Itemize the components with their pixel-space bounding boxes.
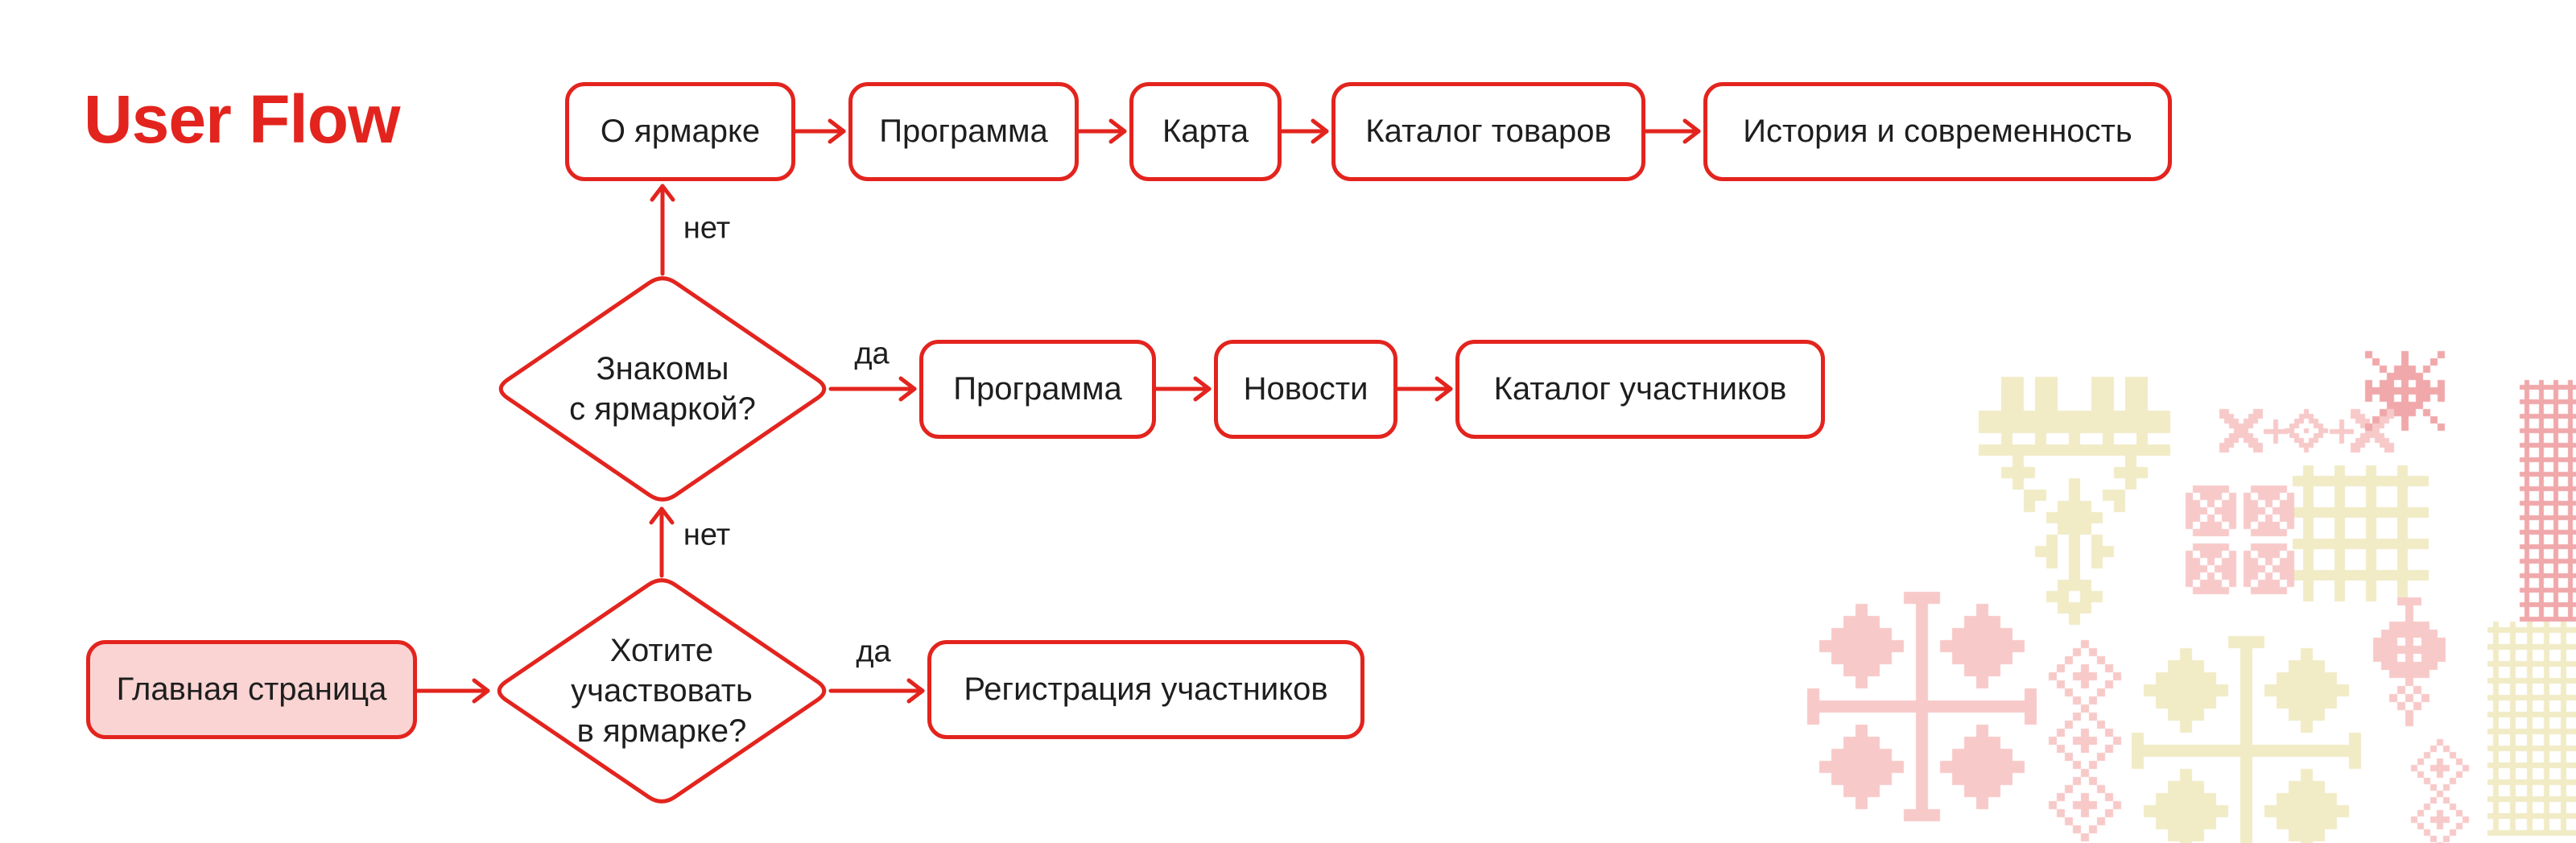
decision-diamonds bbox=[497, 276, 827, 804]
flow-node-catalog-goods: Каталог товаров bbox=[1331, 82, 1645, 181]
decision-line: Знакомы bbox=[596, 351, 729, 386]
decision-line: Хотите bbox=[609, 633, 714, 668]
flow-node-registration: Регистрация участников bbox=[927, 640, 1364, 739]
flow-edges bbox=[415, 118, 1701, 704]
decision-line: с ярмаркой? bbox=[569, 391, 756, 427]
edge-label-yes-1: да bbox=[854, 337, 890, 371]
edge-label-no-2: нет bbox=[683, 518, 731, 552]
flow-node-program: Программа bbox=[848, 82, 1079, 181]
decision-diamond-want-participate bbox=[497, 578, 827, 804]
edge-label-no-1: нет bbox=[683, 211, 731, 246]
flow-node-catalog-participants: Каталог участников bbox=[1455, 340, 1825, 439]
flow-node-about-fair: О ярмарке bbox=[565, 82, 795, 181]
decision-line: участвовать bbox=[571, 673, 753, 709]
flow-node-program-news: Программа bbox=[919, 340, 1156, 439]
decision-diamond-know-fair bbox=[498, 276, 827, 502]
decision-label-want-participate: Хотите участвовать в ярмарке? bbox=[571, 630, 753, 751]
edge-label-yes-2: да bbox=[856, 634, 891, 669]
flow-node-map: Карта bbox=[1129, 82, 1282, 181]
decision-label-know-fair: Знакомы с ярмаркой? bbox=[569, 349, 756, 429]
flow-node-history: История и современность bbox=[1703, 82, 2172, 181]
decision-line: в ярмарке? bbox=[576, 713, 747, 749]
flow-node-news: Новости bbox=[1214, 340, 1397, 439]
page-title: User Flow bbox=[84, 81, 400, 157]
flow-node-main-page: Главная страница bbox=[86, 640, 417, 739]
